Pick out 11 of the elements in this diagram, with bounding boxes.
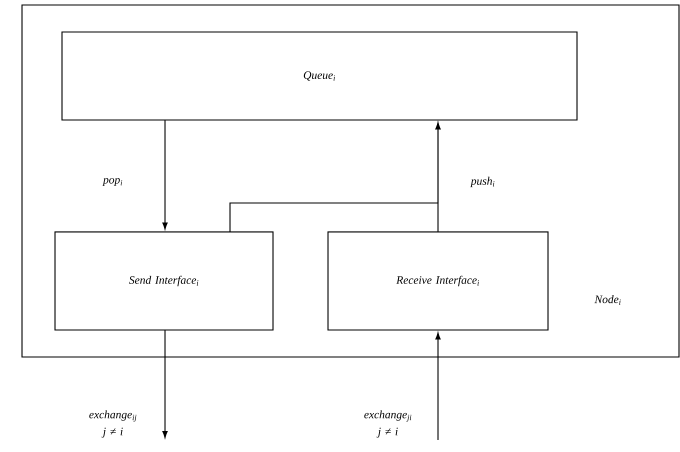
edge-label: exchange$_{ij}$ j ≠ i [89,410,136,438]
edge-label: pop$_{i}$ [102,178,122,186]
interface-box: Send Interface$_{i}$ [54,231,274,331]
arrow [162,120,168,230]
edge-label: exchange$_{ji}$ j ≠ i [364,410,412,438]
edge-label: push$_{i}$ [470,176,494,188]
arrow [435,332,441,440]
interface-box: Receive Interface$_{i}$ [327,231,549,331]
queue-box: Queue$_{i}$ [61,31,578,121]
arrow [162,330,168,438]
arrow [229,122,441,232]
